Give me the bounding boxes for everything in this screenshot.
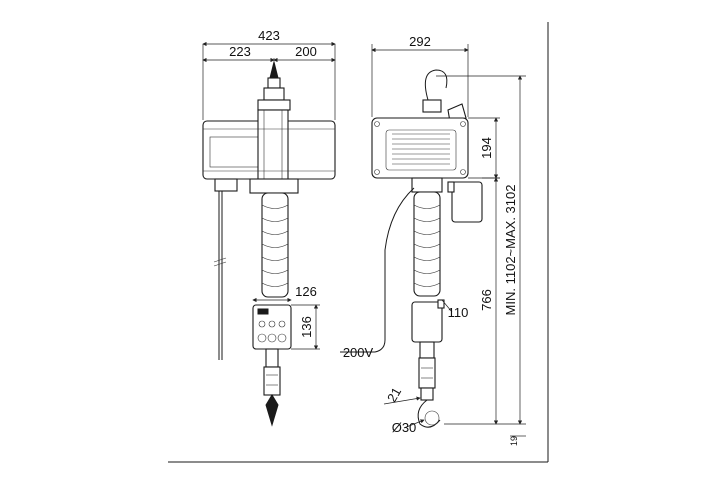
dim-lift-range: MIN. 1102~MAX. 3102 bbox=[503, 185, 518, 316]
side-bottom-hook bbox=[417, 399, 441, 428]
front-view: 423 223 200 126 136 bbox=[202, 28, 336, 427]
side-motor-box bbox=[451, 181, 483, 223]
side-top-hook bbox=[424, 69, 448, 101]
dim-right-width: 200 bbox=[295, 44, 317, 59]
front-top-hook bbox=[269, 61, 279, 79]
dim-pendant-width-side: 110 bbox=[448, 305, 469, 320]
side-view: 292 194 766 MIN. 1102~MAX. 3102 110 200V… bbox=[340, 34, 526, 446]
dim-chain-length: 766 bbox=[479, 289, 494, 311]
dim-body-height: 194 bbox=[479, 137, 494, 159]
dim-overall-width: 423 bbox=[258, 28, 280, 43]
dim-hook-opening: 21 bbox=[384, 385, 404, 405]
front-bottom-hook bbox=[265, 394, 279, 427]
side-chain-column bbox=[413, 191, 441, 297]
voltage-label: 200V bbox=[343, 345, 374, 360]
dim-hook-diameter: Ø30 bbox=[392, 420, 417, 435]
dim-pendant-width: 126 bbox=[295, 284, 317, 299]
dim-pendant-height: 136 bbox=[299, 316, 314, 338]
dim-left-width: 223 bbox=[229, 44, 251, 59]
dim-bottom-offset: 19 bbox=[509, 436, 519, 446]
dim-side-width: 292 bbox=[409, 34, 431, 49]
front-chain-column bbox=[261, 192, 289, 298]
side-power-cable bbox=[340, 187, 415, 353]
